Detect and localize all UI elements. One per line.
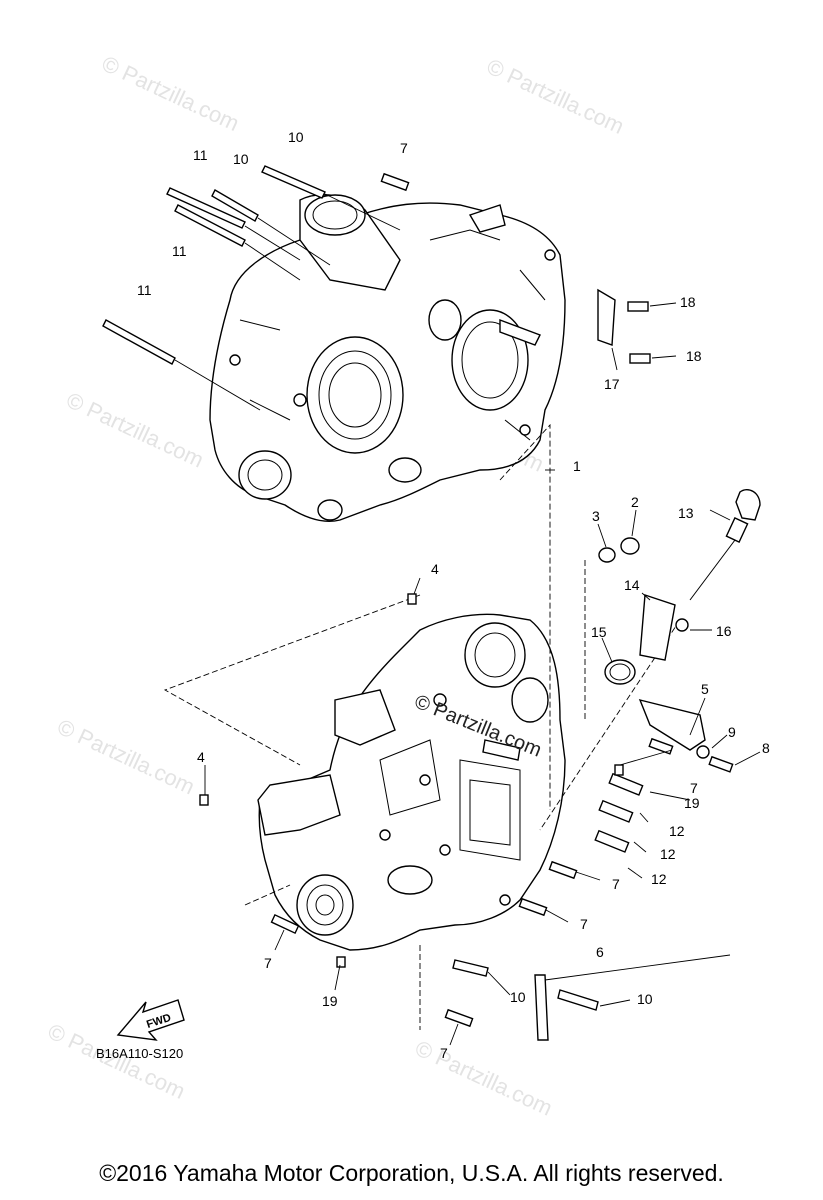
- callouts: 1 2 3 4 4 5 6 7 7 7 7 7 7 8 9 10 10 10 1…: [137, 129, 770, 1061]
- callout-12[interactable]: 12: [660, 846, 676, 862]
- callout-1[interactable]: 1: [573, 458, 581, 474]
- callout-4[interactable]: 4: [431, 561, 439, 577]
- small-parts: [199, 288, 761, 1041]
- leader-lines: [204, 302, 761, 1046]
- callout-10[interactable]: 10: [288, 129, 304, 145]
- callout-10[interactable]: 10: [233, 151, 249, 167]
- callout-7[interactable]: 7: [440, 1045, 448, 1061]
- fwd-arrow: FWD: [116, 999, 185, 1041]
- copyright-notice: ©2016 Yamaha Motor Corporation, U.S.A. A…: [99, 1160, 724, 1186]
- callout-12[interactable]: 12: [669, 823, 685, 839]
- callout-7[interactable]: 7: [264, 955, 272, 971]
- callout-2[interactable]: 2: [631, 494, 639, 510]
- callout-7[interactable]: 7: [612, 876, 620, 892]
- callout-7[interactable]: 7: [690, 780, 698, 796]
- callout-8[interactable]: 8: [762, 740, 770, 756]
- callout-10[interactable]: 10: [637, 991, 653, 1007]
- callout-11[interactable]: 11: [172, 243, 187, 259]
- callout-11[interactable]: 11: [193, 147, 208, 163]
- callout-18[interactable]: 18: [686, 348, 702, 364]
- callout-3[interactable]: 3: [592, 508, 600, 524]
- watermark: © Partzilla.com: [483, 54, 628, 139]
- callout-5[interactable]: 5: [701, 681, 709, 697]
- callout-15[interactable]: 15: [591, 624, 607, 640]
- callout-7[interactable]: 7: [400, 140, 408, 156]
- callout-11[interactable]: 11: [137, 282, 152, 298]
- callout-14[interactable]: 14: [624, 577, 640, 593]
- callout-10[interactable]: 10: [510, 989, 526, 1005]
- watermark: © Partzilla.com: [54, 714, 199, 799]
- diagram-code: B16A110-S120: [96, 1046, 183, 1061]
- watermark: © Partzilla.com: [411, 1035, 556, 1120]
- callout-6[interactable]: 6: [596, 944, 604, 960]
- upper-crankcase: [209, 194, 566, 522]
- callout-19[interactable]: 19: [322, 993, 338, 1009]
- callout-13[interactable]: 13: [678, 505, 694, 521]
- assembly-lines: [163, 423, 681, 1030]
- callout-17[interactable]: 17: [604, 376, 620, 392]
- watermark: © Partzilla.com: [98, 51, 243, 136]
- lower-crankcase: [257, 613, 566, 951]
- long-bolts: [102, 165, 599, 1011]
- callout-18[interactable]: 18: [680, 294, 696, 310]
- callout-9[interactable]: 9: [728, 724, 736, 740]
- callout-19[interactable]: 19: [684, 795, 700, 811]
- callout-12[interactable]: 12: [651, 871, 667, 887]
- callout-16[interactable]: 16: [716, 623, 732, 639]
- callout-7[interactable]: 7: [580, 916, 588, 932]
- watermark: © Partzilla.com: [63, 387, 208, 472]
- watermark: © Partzilla.com: [44, 1019, 189, 1104]
- short-bolts: [270, 172, 734, 1028]
- callout-4[interactable]: 4: [197, 749, 205, 765]
